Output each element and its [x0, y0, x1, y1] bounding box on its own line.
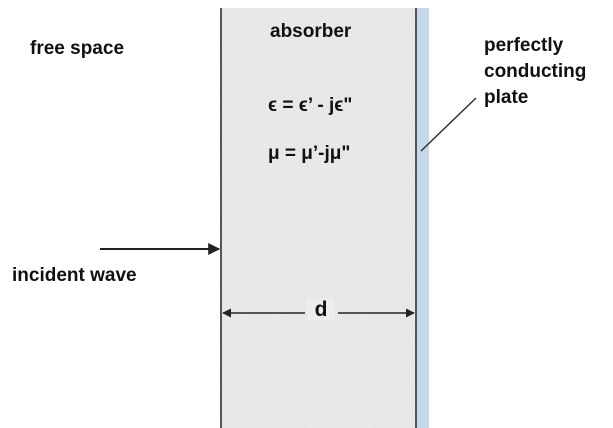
free-space-label: free space — [30, 38, 125, 59]
absorber-texture — [221, 8, 416, 428]
permeability-equation: μ = μ’-jμ" — [268, 143, 351, 164]
plate-label: perfectly conducting plate — [484, 33, 586, 111]
plate-label-line-2: conducting — [484, 61, 587, 82]
plate-pointer-line — [420, 97, 477, 152]
absorber-label: absorber — [270, 21, 352, 42]
permittivity-equation: ϵ = ϵ’ - jϵ" — [268, 95, 353, 116]
plate-label-line-3: plate — [484, 87, 529, 108]
thickness-label: d — [307, 299, 335, 320]
incident-wave-label: incident wave — [12, 265, 137, 286]
conducting-plate — [416, 8, 429, 428]
plate-label-line-1: perfectly — [484, 35, 564, 56]
